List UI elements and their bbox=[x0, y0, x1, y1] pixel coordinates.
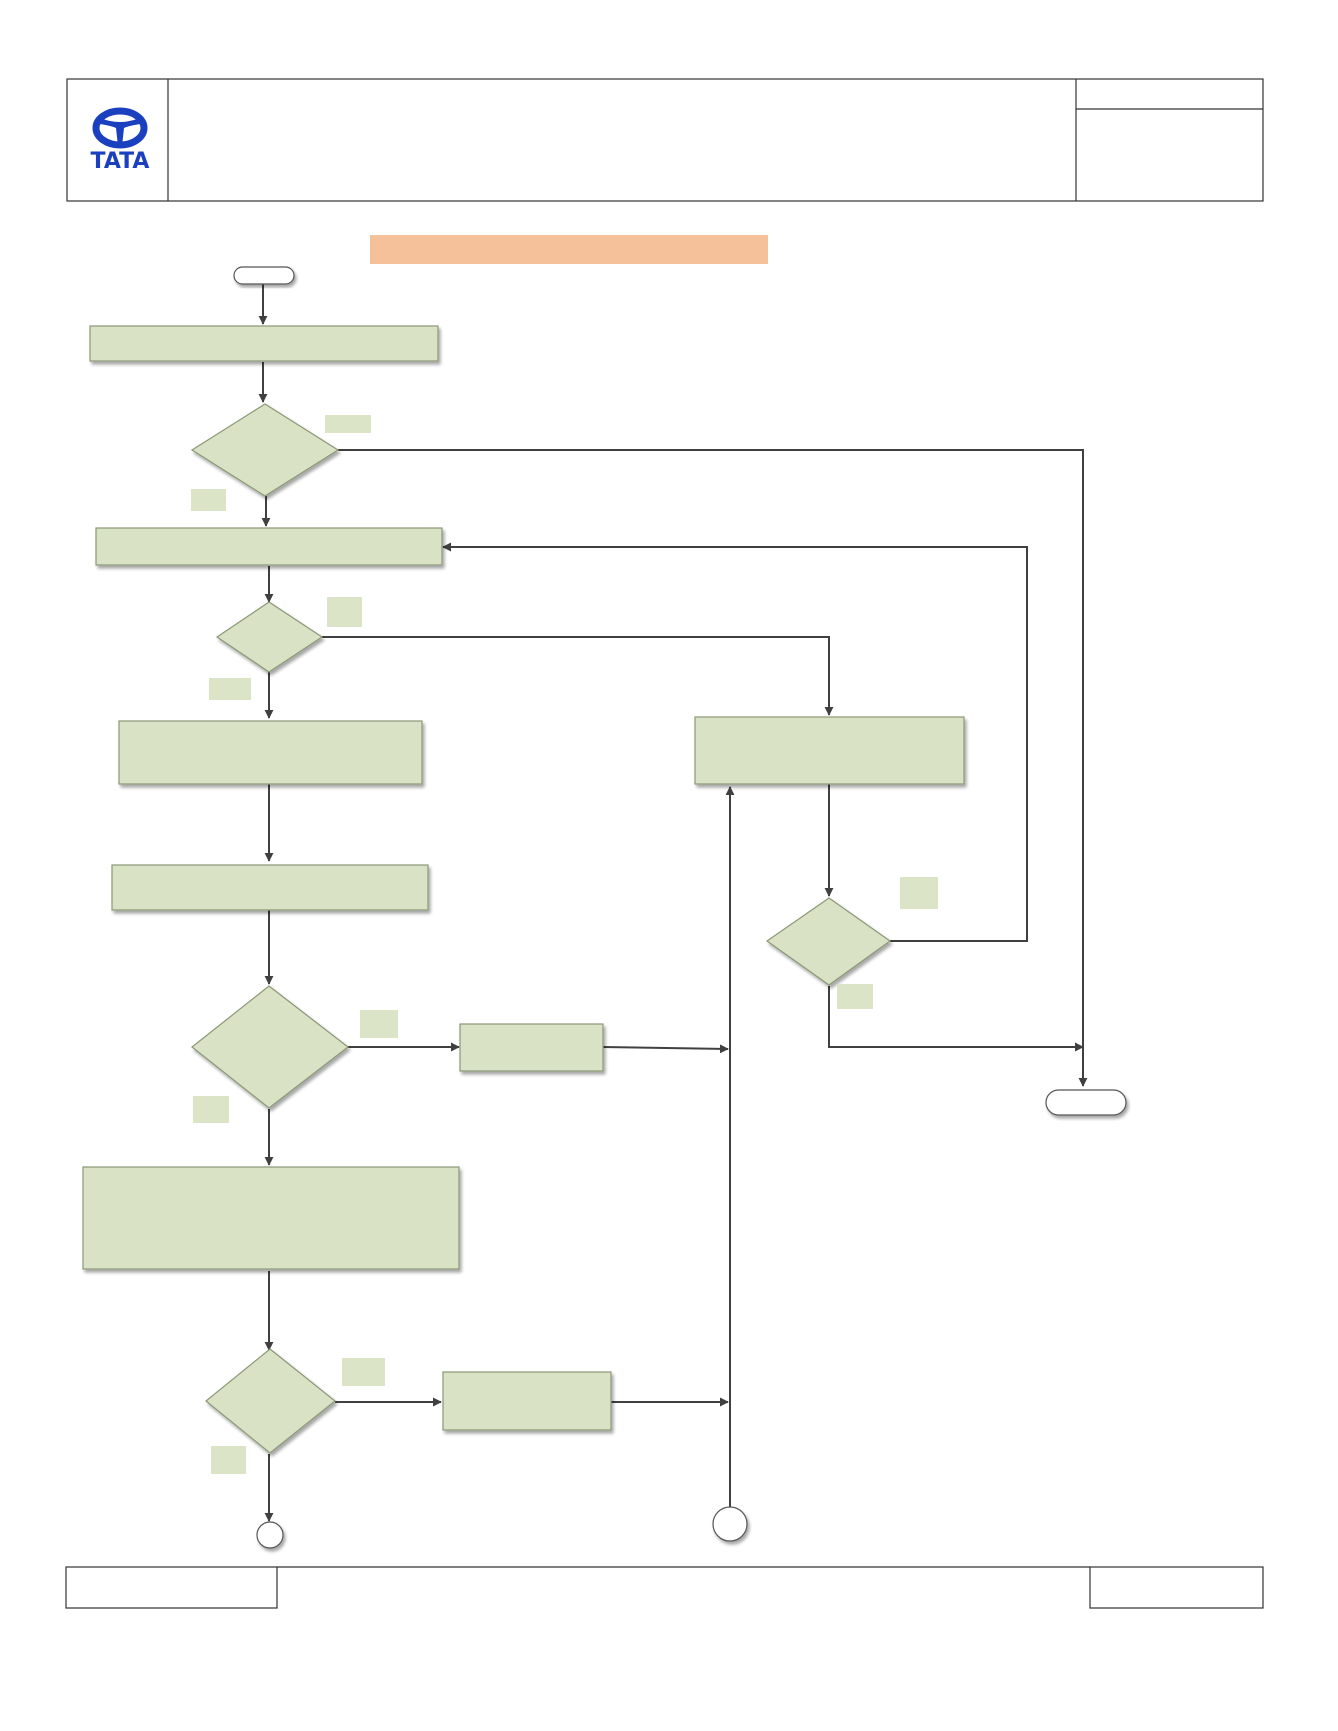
section-banner bbox=[370, 235, 768, 264]
branch-label-10 bbox=[211, 1446, 246, 1474]
branch-label-1 bbox=[325, 415, 371, 433]
branch-label-5 bbox=[900, 877, 938, 909]
process-box-6 bbox=[459, 1023, 604, 1072]
branch-label-3 bbox=[327, 597, 362, 627]
end-terminal bbox=[1045, 1089, 1127, 1116]
branch-label-6 bbox=[837, 984, 873, 1009]
decision-4 bbox=[191, 985, 349, 1109]
process-box-2 bbox=[95, 527, 443, 566]
logo-wordmark: TATA bbox=[91, 149, 150, 174]
process-box-5 bbox=[111, 864, 429, 911]
process-box-1 bbox=[89, 325, 439, 362]
start-terminal bbox=[233, 266, 295, 285]
branch-label-9 bbox=[342, 1358, 385, 1386]
footer-block bbox=[65, 1566, 1264, 1609]
decision-5 bbox=[205, 1348, 336, 1454]
header-block: TATA bbox=[66, 78, 1264, 202]
process-box-3 bbox=[118, 720, 423, 785]
decision-2 bbox=[215, 601, 324, 673]
tata-logo-icon: TATA bbox=[91, 107, 150, 174]
flow-lines bbox=[258, 284, 1088, 1522]
branch-label-7 bbox=[360, 1010, 398, 1038]
decision-3 bbox=[765, 897, 892, 986]
process-box-7 bbox=[82, 1166, 460, 1270]
branch-label-2 bbox=[191, 489, 226, 511]
decision-1 bbox=[190, 403, 340, 497]
branch-label-8 bbox=[193, 1096, 229, 1123]
offpage-connector-in bbox=[712, 1506, 748, 1542]
offpage-connector-out bbox=[256, 1521, 284, 1549]
process-box-4 bbox=[694, 716, 965, 785]
process-box-8 bbox=[442, 1371, 612, 1431]
branch-label-4 bbox=[209, 678, 251, 700]
